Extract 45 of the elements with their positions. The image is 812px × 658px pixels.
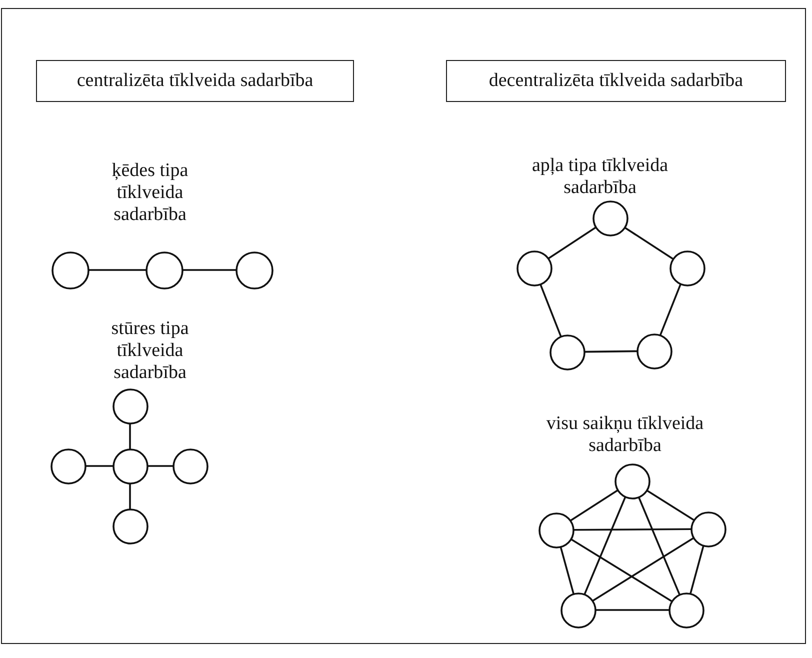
- connection-line: [539, 284, 562, 336]
- connection-line: [659, 283, 682, 336]
- network-node-circle: [548, 334, 586, 370]
- network-node-circle: [560, 592, 596, 628]
- topology-label: apļa tipa tīklveida sadarbība: [530, 155, 670, 199]
- connection-line: [548, 226, 596, 260]
- connection-line: [584, 350, 637, 353]
- network-node-circle: [538, 512, 574, 548]
- connection-line: [129, 483, 131, 509]
- network-node-circle: [636, 332, 672, 370]
- network-node-circle: [50, 250, 90, 290]
- network-node-circle: [234, 250, 274, 290]
- category-box: centralizēta tīklveida sadarbība: [36, 60, 354, 102]
- connection-line: [646, 489, 694, 521]
- connection-line: [85, 465, 113, 467]
- network-node-circle: [112, 388, 148, 424]
- network-node-circle: [112, 508, 148, 544]
- connection-line: [570, 489, 618, 522]
- topology-label: visu saikņu tīklveida sadarbība: [545, 413, 705, 457]
- connection-line: [560, 546, 574, 594]
- network-node-circle: [592, 200, 628, 236]
- network-node-circle: [112, 448, 148, 484]
- category-box: decentralizēta tīklveida sadarbība: [446, 60, 786, 102]
- topology-label: ķēdes tipa tīklveida sadarbība: [110, 160, 190, 226]
- network-node-circle: [668, 592, 704, 628]
- network-node-circle: [516, 250, 552, 286]
- connection-line: [573, 528, 691, 531]
- network-node-circle: [614, 462, 650, 500]
- network-node-circle: [690, 510, 726, 548]
- connection-line: [570, 538, 672, 602]
- connection-line: [595, 609, 669, 611]
- connection-line: [592, 537, 694, 602]
- network-node-circle: [50, 448, 86, 484]
- network-node-circle: [144, 250, 184, 290]
- topology-label: stūres tipa tīklveida sadarbība: [110, 318, 190, 384]
- connection-line: [129, 423, 131, 449]
- network-node-circle: [172, 448, 208, 484]
- connection-line: [690, 545, 704, 594]
- connection-line: [147, 465, 173, 467]
- connection-line: [584, 496, 626, 595]
- connection-line: [182, 269, 236, 271]
- connection-line: [88, 269, 146, 271]
- connection-line: [624, 226, 674, 260]
- network-node-circle: [668, 250, 706, 286]
- connection-line: [638, 496, 680, 595]
